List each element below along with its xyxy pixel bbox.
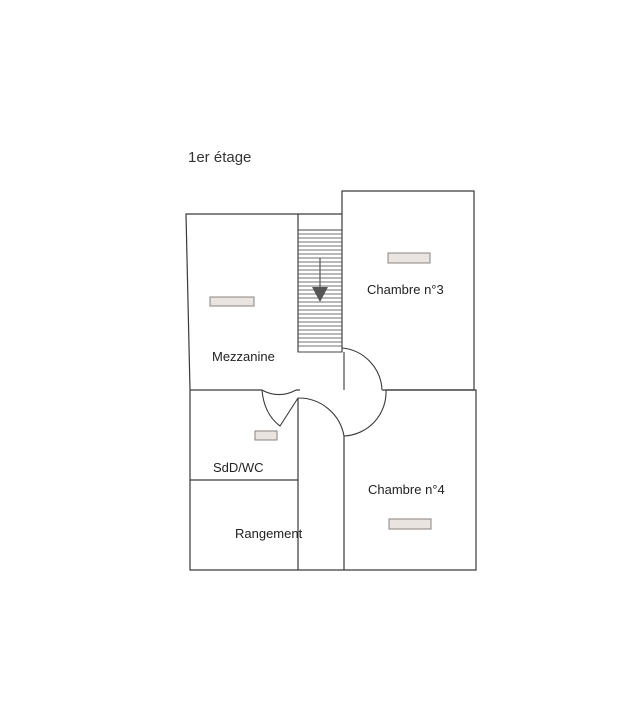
chambre4-wall [344, 389, 477, 571]
radiator-icon [254, 430, 278, 441]
floor-title: 1er étage [188, 149, 251, 166]
radiators [209, 252, 432, 530]
radiator-icon [387, 252, 431, 264]
door-swing-sdd [261, 389, 299, 427]
radiator-icon [388, 518, 432, 530]
room-label-chambre3: Chambre n°3 [367, 282, 444, 297]
radiator-icon [209, 296, 255, 307]
arrow-down-icon [312, 287, 328, 302]
sdd-wall [189, 390, 299, 481]
door-swing-sdd-arc [261, 389, 297, 396]
door-swings [261, 347, 387, 437]
door-swing-chambre4 [343, 389, 387, 437]
rangement-wall [189, 480, 344, 571]
room-label-rangement: Rangement [235, 526, 303, 541]
walls [185, 190, 477, 571]
door-swing-landing [297, 397, 345, 437]
door-swing-stair [341, 347, 383, 391]
room-label-sdd-wc: SdD/WC [213, 460, 264, 475]
stair-frame [297, 229, 343, 353]
staircase [297, 229, 343, 353]
room-label-chambre4: Chambre n°4 [368, 482, 445, 497]
room-label-mezzanine: Mezzanine [212, 349, 275, 364]
